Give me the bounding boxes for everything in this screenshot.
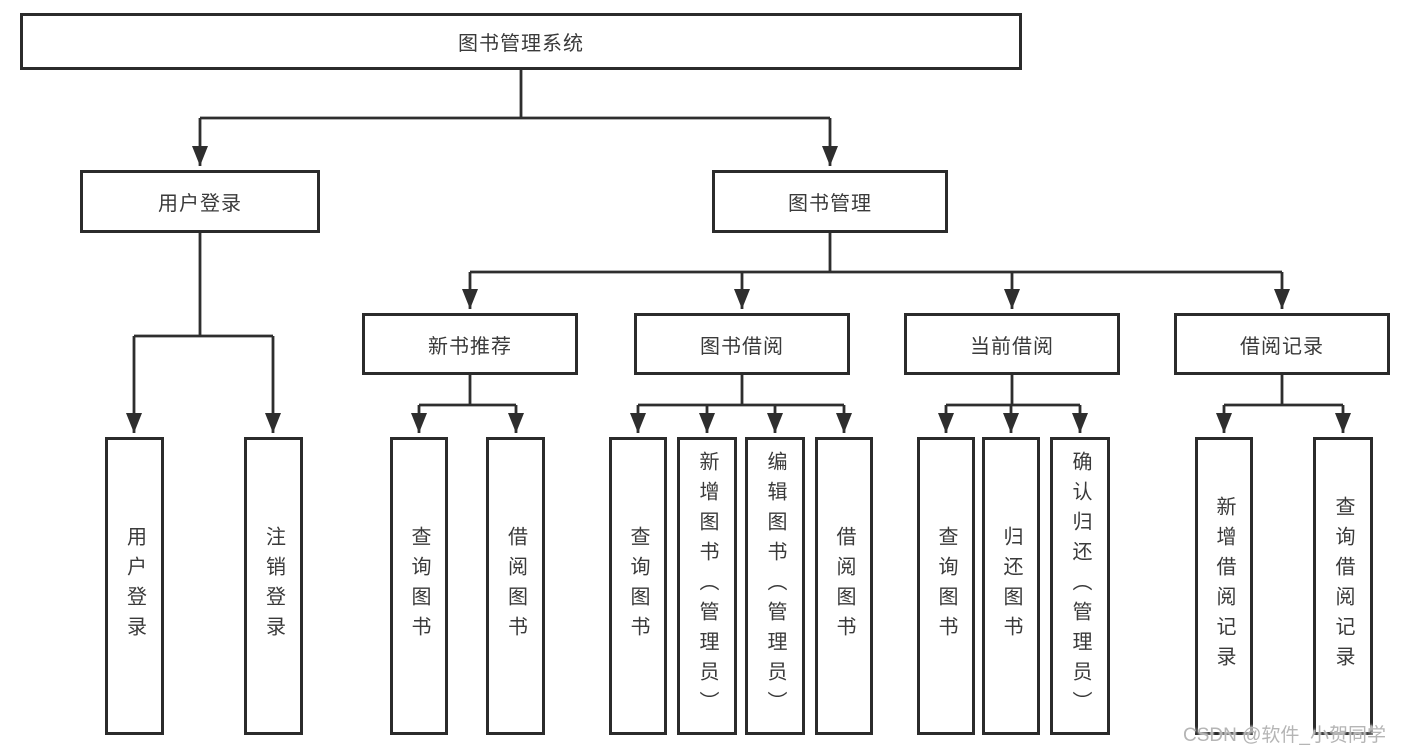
leaf-edit-books-admin: 编辑图书（管理员） (745, 437, 805, 735)
leaf-user-login: 用户登录 (105, 437, 164, 735)
node-label: 归还图书 (1000, 526, 1022, 646)
leaf-add-books-admin: 新增图书（管理员） (677, 437, 737, 735)
node-book-management: 图书管理 (712, 170, 948, 233)
node-label: 图书管理 (788, 193, 872, 215)
leaf-query-books-borrow: 查询图书 (609, 437, 667, 735)
node-label: 查询借阅记录 (1332, 496, 1354, 676)
node-label: 图书借阅 (700, 335, 784, 358)
node-label: 图书管理系统 (458, 33, 584, 55)
node-label: 借阅图书 (504, 526, 527, 646)
node-label: 借阅记录 (1240, 335, 1324, 358)
node-label: 用户登录 (158, 193, 242, 215)
leaf-add-borrow-record: 新增借阅记录 (1195, 437, 1253, 735)
node-label: 新增图书（管理员） (696, 451, 718, 721)
leaf-logout-login: 注销登录 (244, 437, 303, 735)
node-new-book-recommendation: 新书推荐 (362, 313, 578, 375)
node-label: 查询图书 (627, 526, 649, 646)
node-current-borrowing: 当前借阅 (904, 313, 1120, 375)
node-label: 注销登录 (262, 526, 285, 646)
csdn-watermark: CSDN @软件_小贺同学 (1183, 725, 1386, 746)
node-label: 新书推荐 (428, 335, 512, 358)
node-book-borrowing: 图书借阅 (634, 313, 850, 375)
leaf-borrow-books-borrow: 借阅图书 (815, 437, 873, 735)
node-user-login: 用户登录 (80, 170, 320, 233)
node-label: 查询图书 (408, 526, 430, 646)
leaf-borrow-books-recommend: 借阅图书 (486, 437, 545, 735)
node-label: 借阅图书 (833, 526, 855, 646)
node-label: 确认归还（管理员） (1069, 451, 1091, 721)
node-library-management-system: 图书管理系统 (20, 13, 1022, 70)
node-label: 编辑图书（管理员） (764, 451, 786, 721)
node-label: 当前借阅 (970, 335, 1054, 358)
node-label: 用户登录 (123, 526, 146, 646)
node-label: 查询图书 (935, 526, 957, 646)
leaf-query-books-recommend: 查询图书 (390, 437, 448, 735)
leaf-query-books-current: 查询图书 (917, 437, 975, 735)
node-label: 新增借阅记录 (1213, 496, 1235, 676)
leaf-query-borrow-record: 查询借阅记录 (1313, 437, 1373, 735)
node-borrowing-records: 借阅记录 (1174, 313, 1390, 375)
leaf-confirm-return-admin: 确认归还（管理员） (1050, 437, 1110, 735)
leaf-return-books: 归还图书 (982, 437, 1040, 735)
